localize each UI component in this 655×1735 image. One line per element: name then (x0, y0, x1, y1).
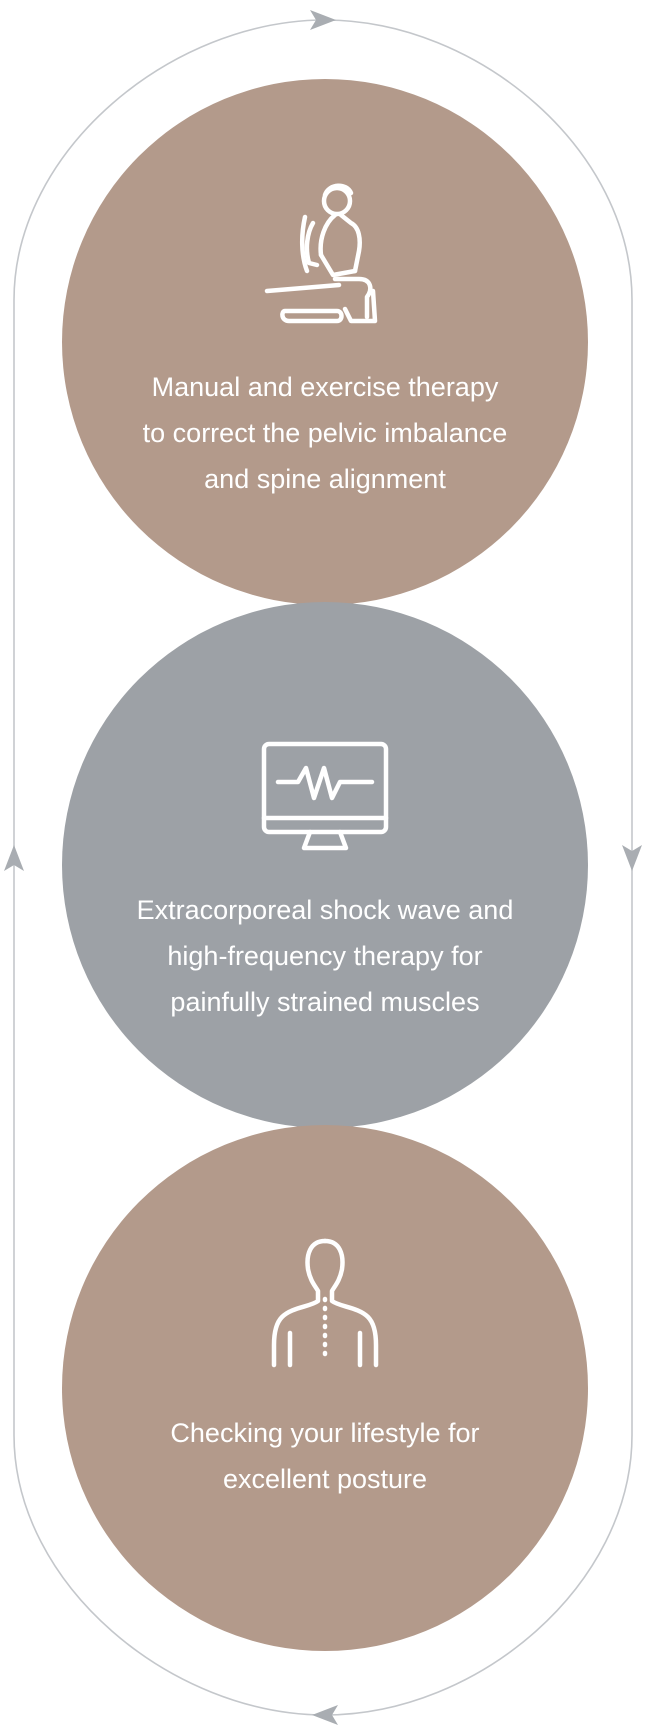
step-circle-shock-wave-therapy: Extracorporeal shock wave and high-frequ… (62, 602, 588, 1128)
step-text-line: to correct the pelvic imbalance (142, 418, 508, 448)
monitor-heartbeat-icon (260, 740, 390, 854)
step-text-line: and spine alignment (204, 464, 446, 494)
step-description: Extracorporeal shock wave and high-frequ… (102, 887, 548, 1025)
step-text-line: high-frequency therapy for (167, 941, 483, 971)
spine-posture-icon (270, 1237, 380, 1369)
arrow-up-icon (4, 845, 24, 871)
step-description: Manual and exercise therapy to correct t… (102, 364, 548, 502)
step-circle-manual-therapy: Manual and exercise therapy to correct t… (62, 79, 588, 605)
step-text-line: Extracorporeal shock wave and (136, 895, 514, 925)
step-text-line: Manual and exercise therapy (151, 372, 499, 402)
arrow-right-icon (310, 10, 336, 30)
step-description: Checking your lifestyle for excellent po… (102, 1410, 548, 1502)
therapist-treating-patient-icon (255, 179, 395, 329)
arrow-down-icon (622, 845, 642, 871)
step-circle-lifestyle-check: Checking your lifestyle for excellent po… (62, 1125, 588, 1651)
arrow-left-icon (312, 1705, 338, 1725)
step-text-line: Checking your lifestyle for (170, 1418, 480, 1448)
step-text-line: excellent posture (222, 1464, 428, 1494)
step-text-line: painfully strained muscles (170, 987, 480, 1017)
